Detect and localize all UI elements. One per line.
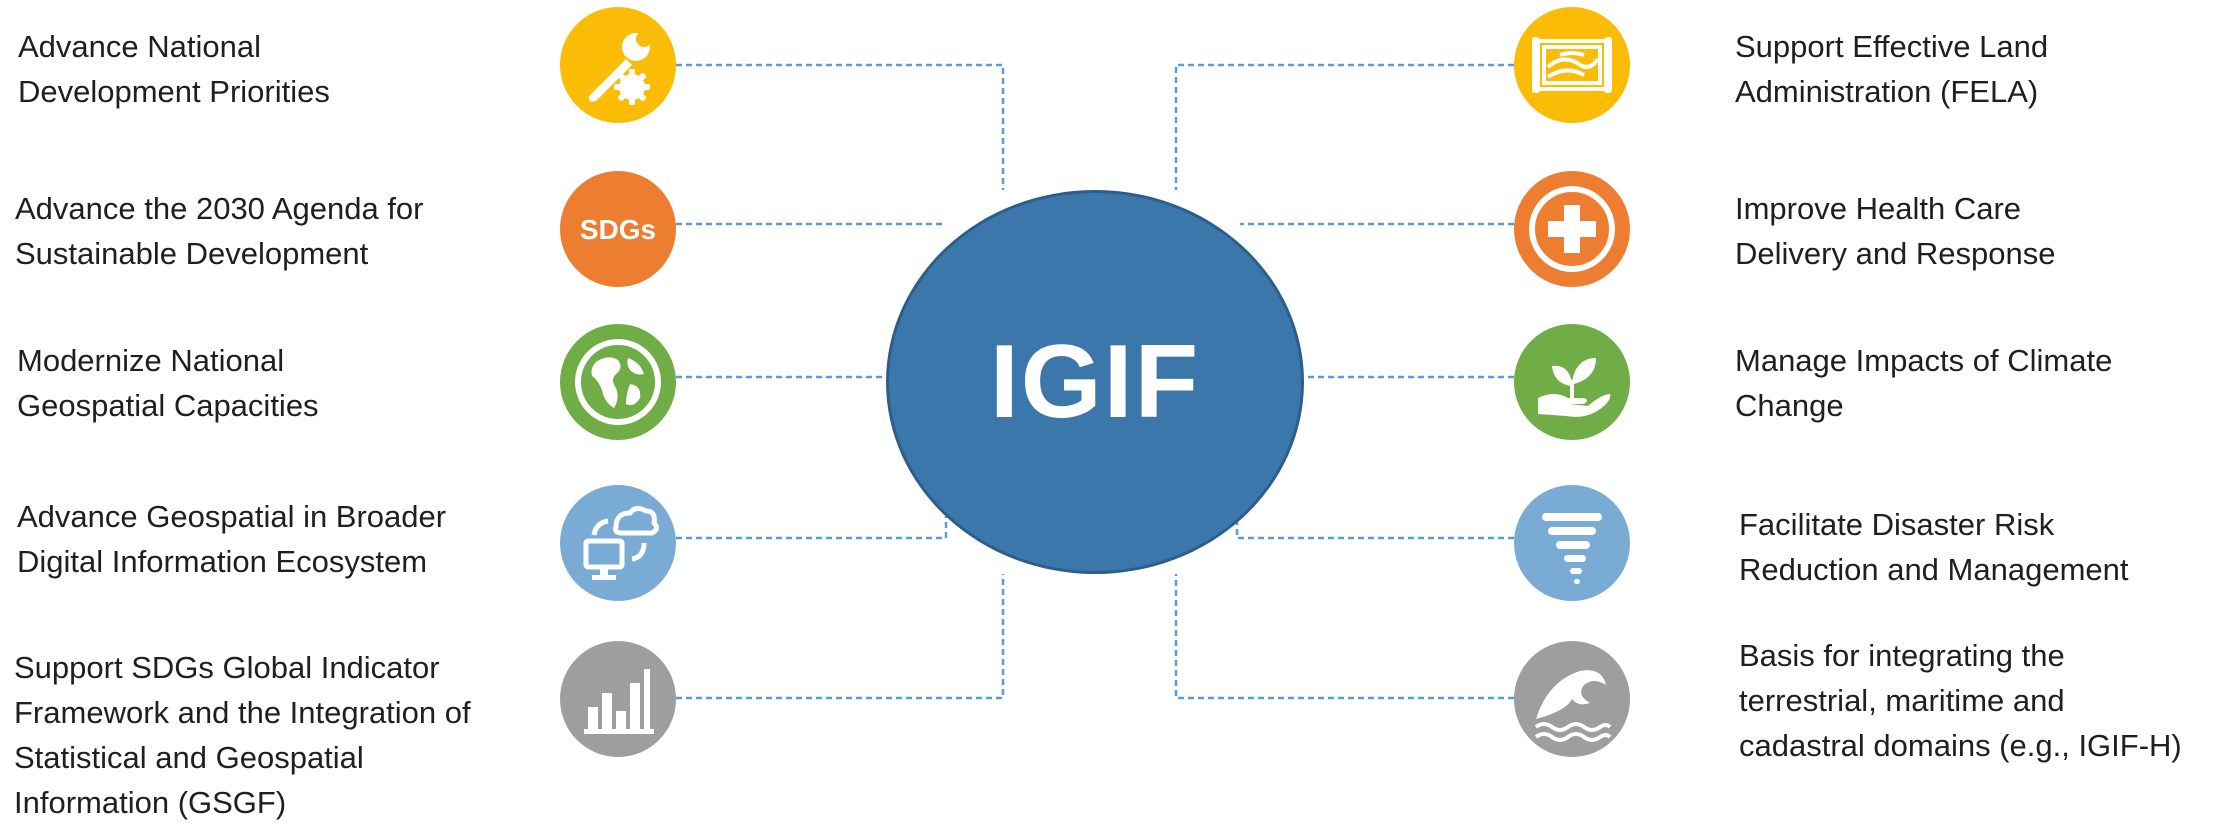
sdgs-icon-text: SDGs bbox=[580, 214, 656, 245]
wave-icon bbox=[1514, 641, 1630, 757]
connector-left-5 bbox=[676, 574, 1005, 700]
left-label-national-development: Advance National Development Priorities bbox=[18, 29, 330, 109]
left-label-2030-agenda: Advance the 2030 Agenda for Sustainable … bbox=[15, 191, 424, 271]
right-label-health-care: Improve Health Care Delivery and Respons… bbox=[1735, 191, 2056, 271]
connector-left-1 bbox=[676, 63, 1005, 190]
hub-title: IGIF bbox=[989, 323, 1201, 440]
health-cross-icon bbox=[1514, 171, 1630, 287]
left-label-geospatial-capacities: Modernize National Geospatial Capacities bbox=[17, 343, 319, 423]
sdgs-icon: SDGs bbox=[560, 171, 676, 287]
tornado-icon bbox=[1514, 485, 1630, 601]
land-map-icon bbox=[1514, 7, 1630, 123]
wrench-gear-icon bbox=[560, 7, 676, 123]
connector-right-4 bbox=[1235, 516, 1514, 540]
right-label-fela: Support Effective Land Administration (F… bbox=[1735, 29, 2049, 109]
left-label-digital-ecosystem: Advance Geospatial in Broader Digital In… bbox=[17, 499, 447, 579]
left-label-gsgf: Support SDGs Global Indicator Framework … bbox=[14, 650, 471, 820]
hand-plant-icon bbox=[1514, 324, 1630, 440]
bar-chart-icon bbox=[560, 641, 676, 757]
right-label-disaster-risk: Facilitate Disaster Risk Reduction and M… bbox=[1739, 507, 2129, 587]
globe-icon bbox=[560, 324, 676, 440]
right-label-climate-change: Manage Impacts of Climate Change bbox=[1735, 343, 2113, 423]
connector-right-5 bbox=[1174, 574, 1514, 700]
computer-cloud-icon bbox=[560, 485, 676, 601]
connector-right-1 bbox=[1174, 63, 1514, 190]
right-label-igif-h: Basis for integrating the terrestrial, m… bbox=[1739, 638, 2182, 763]
igif-hub: IGIF bbox=[886, 190, 1304, 574]
connector-left-4 bbox=[676, 516, 948, 540]
